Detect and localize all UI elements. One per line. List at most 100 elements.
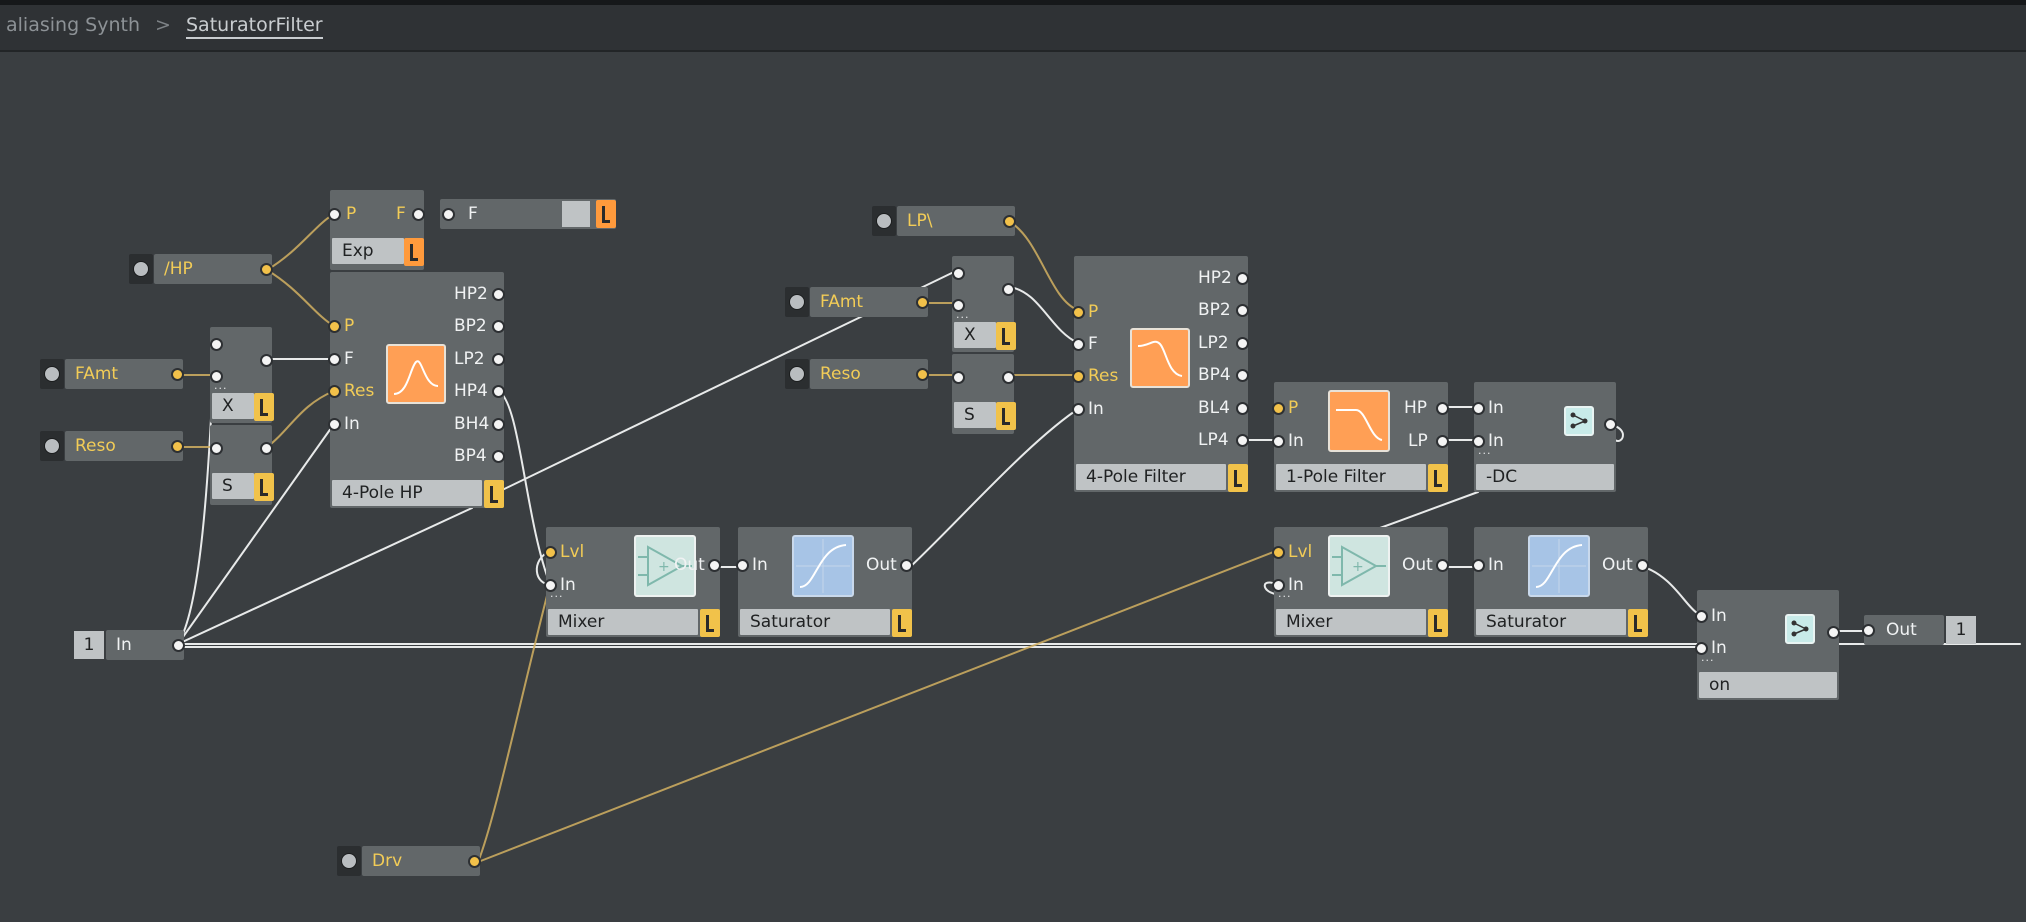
mixer1-in-port[interactable] (544, 579, 557, 592)
filt4-out-port[interactable] (1236, 369, 1249, 382)
famt-mid-port[interactable] (916, 296, 929, 309)
one-pole-filter-module[interactable]: P In HP LP 1-Pole Filter (1272, 382, 1449, 492)
famt-left-port[interactable] (171, 368, 184, 381)
f-display[interactable]: F (440, 199, 616, 229)
hp4-out-port[interactable] (492, 450, 505, 463)
mixer1-out-port[interactable] (708, 559, 721, 572)
hp4-out-port[interactable] (492, 385, 505, 398)
output-channel[interactable]: 1 (1946, 616, 1976, 644)
mixer2-menu-icon[interactable] (1428, 609, 1448, 637)
multiply-left-module[interactable]: ... X (210, 327, 274, 423)
filt4-out-port[interactable] (1236, 337, 1249, 350)
multiply-left-menu-icon[interactable] (254, 393, 274, 421)
mixer1-lvl-port[interactable] (544, 546, 557, 559)
saturator2-module[interactable]: In Out Saturator (1472, 527, 1649, 637)
hp-knob-icon[interactable] (129, 254, 153, 284)
output-module[interactable]: Out (1862, 615, 1944, 645)
exp-f-port[interactable] (412, 208, 425, 221)
reso-left[interactable]: Reso (65, 431, 184, 461)
mixer2-lvl-port[interactable] (1272, 546, 1285, 559)
sat1-out-port[interactable] (900, 559, 913, 572)
multiply-mid-out[interactable] (1002, 283, 1015, 296)
filt4-in-port[interactable] (1072, 403, 1085, 416)
mixer2-in-port[interactable] (1272, 579, 1285, 592)
breadcrumb-parent[interactable]: aliasing Synth (6, 14, 141, 36)
sum-mid-menu-icon[interactable] (996, 402, 1016, 430)
filt1-in-port[interactable] (1272, 435, 1285, 448)
famt-left-knob-icon[interactable] (40, 359, 64, 389)
mixer1-menu-icon[interactable] (700, 609, 720, 637)
hp4-out-port[interactable] (492, 320, 505, 333)
sat2-out-port[interactable] (1636, 559, 1649, 572)
sat1-menu-icon[interactable] (892, 609, 912, 637)
filt4-out-port[interactable] (1236, 402, 1249, 415)
filt4-out-port[interactable] (1236, 304, 1249, 317)
filt4-out-port[interactable] (1236, 434, 1249, 447)
dc-filter-module[interactable]: In In ... -DC (1472, 382, 1617, 492)
hp-knob[interactable]: /HP (154, 254, 273, 284)
drv-knob-port[interactable] (468, 855, 481, 868)
filt4-p-port[interactable] (1072, 306, 1085, 319)
multiply-left-in1[interactable] (210, 338, 223, 351)
sum-mid-out[interactable] (1002, 371, 1015, 384)
multiply-left-in2[interactable] (210, 370, 223, 383)
drv-knob-icon[interactable] (337, 846, 361, 876)
output-port[interactable] (1862, 624, 1875, 637)
famt-left[interactable]: FAmt (65, 359, 184, 389)
dc-out-port[interactable] (1604, 418, 1617, 431)
famt-mid[interactable]: FAmt (810, 287, 929, 317)
four-pole-filter-module[interactable]: P F Res In HP2 BP2 LP2 BP4 BL4 LP4 4-Pol… (1072, 256, 1249, 492)
filt1-menu-icon[interactable] (1428, 464, 1448, 492)
sum-left-in[interactable] (210, 442, 223, 455)
list-icon[interactable] (562, 201, 590, 227)
multiply-mid-module[interactable]: ... X (952, 256, 1016, 352)
mixer2-out-port[interactable] (1436, 559, 1449, 572)
hp4-p-port[interactable] (328, 320, 341, 333)
switch-module[interactable]: In In ... on (1695, 590, 1840, 700)
exp-menu-icon[interactable] (404, 238, 424, 266)
sat2-in-port[interactable] (1472, 559, 1485, 572)
drv-knob[interactable]: Drv (362, 846, 481, 876)
dc-in2-port[interactable] (1472, 435, 1485, 448)
hp4-res-port[interactable] (328, 385, 341, 398)
reso-mid-port[interactable] (916, 368, 929, 381)
lp-knob-port[interactable] (1003, 215, 1016, 228)
hp4-out-port[interactable] (492, 288, 505, 301)
hp4-f-port[interactable] (328, 353, 341, 366)
f-display-port[interactable] (442, 208, 455, 221)
mixer2-module[interactable]: Lvl In ... + Out Mixer (1272, 527, 1449, 637)
switch-in2-port[interactable] (1695, 642, 1708, 655)
sum-left-module[interactable]: S (210, 425, 274, 505)
sum-mid-in[interactable] (952, 371, 965, 384)
hp-knob-port[interactable] (260, 263, 273, 276)
famt-mid-knob-icon[interactable] (785, 287, 809, 317)
saturator1-module[interactable]: In Out Saturator (736, 527, 913, 637)
switch-out-port[interactable] (1827, 626, 1840, 639)
exp-p-port[interactable] (328, 208, 341, 221)
filt4-res-port[interactable] (1072, 370, 1085, 383)
multiply-mid-in1[interactable] (952, 267, 965, 280)
lp-knob[interactable]: LP\ (897, 206, 1016, 236)
breadcrumb-current[interactable]: SaturatorFilter (186, 14, 323, 39)
multiply-left-out[interactable] (260, 354, 273, 367)
filt1-hp-port[interactable] (1436, 402, 1449, 415)
hp4-menu-icon[interactable] (484, 480, 504, 508)
lp-knob-icon[interactable] (872, 206, 896, 236)
sat2-menu-icon[interactable] (1628, 609, 1648, 637)
input-module[interactable]: In (106, 630, 185, 660)
filt1-lp-port[interactable] (1436, 435, 1449, 448)
input-channel[interactable]: 1 (74, 631, 104, 659)
filt4-menu-icon[interactable] (1228, 464, 1248, 492)
input-port[interactable] (172, 639, 185, 652)
sum-left-menu-icon[interactable] (254, 473, 274, 501)
filt1-p-port[interactable] (1272, 402, 1285, 415)
switch-in1-port[interactable] (1695, 610, 1708, 623)
hp4-in-port[interactable] (328, 418, 341, 431)
sum-mid-module[interactable]: S (952, 354, 1016, 434)
multiply-mid-menu-icon[interactable] (996, 322, 1016, 350)
dc-in1-port[interactable] (1472, 402, 1485, 415)
filt4-f-port[interactable] (1072, 338, 1085, 351)
reso-mid-knob-icon[interactable] (785, 359, 809, 389)
filt4-out-port[interactable] (1236, 272, 1249, 285)
sum-left-out[interactable] (260, 442, 273, 455)
